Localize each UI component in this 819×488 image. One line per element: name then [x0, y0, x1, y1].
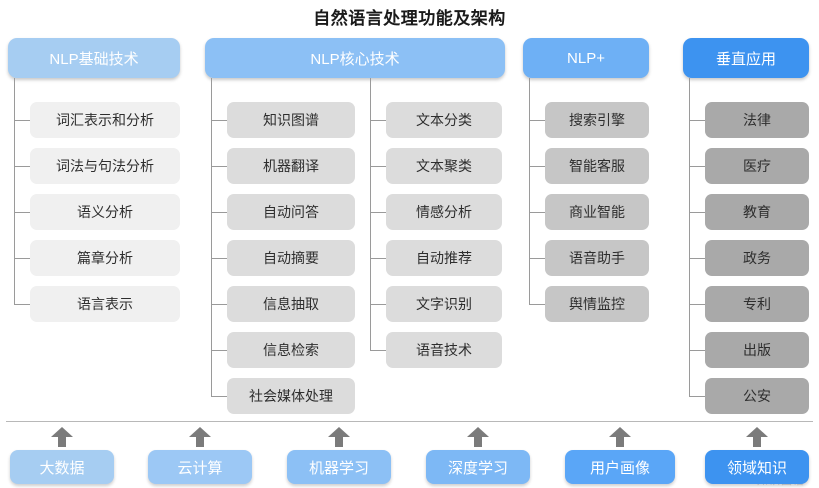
- card-vertical-apps-list-2[interactable]: 教育: [705, 194, 809, 230]
- card-nlp-plus-list-0[interactable]: 搜索引擎: [545, 102, 649, 138]
- card-nlp-plus-list-3[interactable]: 语音助手: [545, 240, 649, 276]
- card-nlp-core-right-4[interactable]: 文字识别: [386, 286, 502, 322]
- foundation-box-4[interactable]: 用户画像: [565, 450, 675, 484]
- connector-stub: [370, 304, 386, 305]
- card-nlp-core-right-5[interactable]: 语音技术: [386, 332, 502, 368]
- connector-stub: [529, 120, 545, 121]
- foundation-box-3[interactable]: 深度学习: [426, 450, 530, 484]
- up-arrow-icon-2: [328, 427, 350, 447]
- connector-stub: [370, 258, 386, 259]
- connector-trunk-nlp-basic-list: [14, 78, 15, 304]
- connector-stub: [211, 396, 227, 397]
- card-nlp-core-left-5[interactable]: 信息检索: [227, 332, 355, 368]
- connector-stub: [689, 396, 705, 397]
- connector-stub: [529, 166, 545, 167]
- connector-trunk-nlp-core-left: [211, 78, 212, 396]
- connector-stub: [529, 258, 545, 259]
- connector-stub: [689, 304, 705, 305]
- connector-stub: [529, 304, 545, 305]
- card-nlp-core-right-0[interactable]: 文本分类: [386, 102, 502, 138]
- connector-stub: [689, 120, 705, 121]
- foundation-box-2[interactable]: 机器学习: [287, 450, 391, 484]
- column-header-nlp-basic[interactable]: NLP基础技术: [8, 38, 180, 78]
- card-nlp-basic-list-0[interactable]: 词汇表示和分析: [30, 102, 180, 138]
- foundation-box-1[interactable]: 云计算: [148, 450, 252, 484]
- card-nlp-core-left-2[interactable]: 自动问答: [227, 194, 355, 230]
- connector-stub: [370, 120, 386, 121]
- connector-stub: [211, 212, 227, 213]
- connector-stub: [211, 304, 227, 305]
- card-nlp-core-right-2[interactable]: 情感分析: [386, 194, 502, 230]
- connector-stub: [14, 304, 30, 305]
- connector-stub: [211, 120, 227, 121]
- card-nlp-core-left-6[interactable]: 社会媒体处理: [227, 378, 355, 414]
- card-nlp-core-right-1[interactable]: 文本聚类: [386, 148, 502, 184]
- connector-trunk-vertical-apps-list: [689, 78, 690, 396]
- connector-stub: [689, 212, 705, 213]
- foundation-box-0[interactable]: 大数据: [10, 450, 114, 484]
- connector-stub: [14, 166, 30, 167]
- card-nlp-core-left-1[interactable]: 机器翻译: [227, 148, 355, 184]
- card-nlp-core-left-0[interactable]: 知识图谱: [227, 102, 355, 138]
- up-arrow-icon-3: [467, 427, 489, 447]
- connector-stub: [689, 350, 705, 351]
- connector-stub: [211, 258, 227, 259]
- card-nlp-basic-list-2[interactable]: 语义分析: [30, 194, 180, 230]
- card-nlp-plus-list-4[interactable]: 舆情监控: [545, 286, 649, 322]
- card-nlp-plus-list-2[interactable]: 商业智能: [545, 194, 649, 230]
- connector-stub: [529, 212, 545, 213]
- connector-stub: [370, 212, 386, 213]
- connector-trunk-nlp-core-right: [370, 78, 371, 350]
- card-nlp-basic-list-1[interactable]: 词法与句法分析: [30, 148, 180, 184]
- page-title: 自然语言处理功能及架构: [313, 9, 506, 28]
- card-vertical-apps-list-1[interactable]: 医疗: [705, 148, 809, 184]
- column-header-nlp-plus[interactable]: NLP+: [523, 38, 649, 78]
- connector-trunk-nlp-plus-list: [529, 78, 530, 304]
- up-arrow-icon-5: [746, 427, 768, 447]
- up-arrow-icon-1: [189, 427, 211, 447]
- card-nlp-basic-list-4[interactable]: 语言表示: [30, 286, 180, 322]
- card-nlp-core-right-3[interactable]: 自动推荐: [386, 240, 502, 276]
- column-header-nlp-core[interactable]: NLP核心技术: [205, 38, 505, 78]
- connector-stub: [211, 166, 227, 167]
- foundation-box-5[interactable]: 领域知识: [705, 450, 809, 484]
- card-vertical-apps-list-4[interactable]: 专利: [705, 286, 809, 322]
- connector-stub: [14, 120, 30, 121]
- connector-stub: [211, 350, 227, 351]
- connector-stub: [370, 166, 386, 167]
- card-vertical-apps-list-6[interactable]: 公安: [705, 378, 809, 414]
- foundation-divider: [6, 421, 813, 422]
- connector-stub: [14, 258, 30, 259]
- card-vertical-apps-list-3[interactable]: 政务: [705, 240, 809, 276]
- column-header-vertical-apps[interactable]: 垂直应用: [683, 38, 809, 78]
- up-arrow-icon-4: [609, 427, 631, 447]
- card-vertical-apps-list-5[interactable]: 出版: [705, 332, 809, 368]
- connector-stub: [689, 166, 705, 167]
- connector-stub: [14, 212, 30, 213]
- up-arrow-icon-0: [51, 427, 73, 447]
- card-nlp-plus-list-1[interactable]: 智能客服: [545, 148, 649, 184]
- card-nlp-basic-list-3[interactable]: 篇章分析: [30, 240, 180, 276]
- card-nlp-core-left-3[interactable]: 自动摘要: [227, 240, 355, 276]
- connector-stub: [689, 258, 705, 259]
- connector-stub: [370, 350, 386, 351]
- card-vertical-apps-list-0[interactable]: 法律: [705, 102, 809, 138]
- card-nlp-core-left-4[interactable]: 信息抽取: [227, 286, 355, 322]
